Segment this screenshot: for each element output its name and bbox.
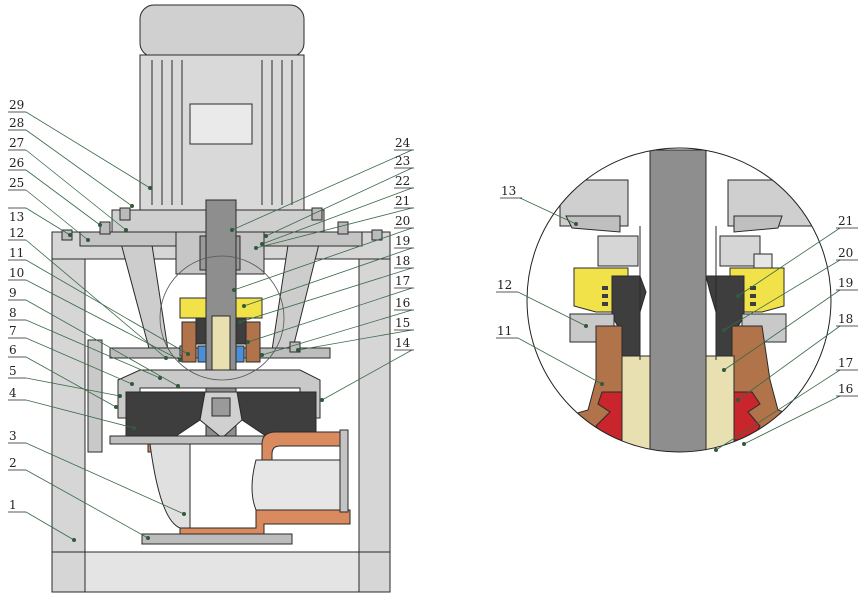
label-2: 2 (9, 456, 17, 470)
detail-pink-ring-left (589, 445, 623, 452)
detail-holder-right (719, 235, 761, 267)
label-27: 27 (9, 136, 24, 150)
label-14: 14 (395, 336, 411, 350)
label-4: 4 (9, 386, 17, 400)
label-12: 12 (9, 226, 24, 240)
detail-circle-outline (526, 147, 832, 453)
bolt (119, 207, 131, 221)
frame-inner-bottom (84, 551, 360, 593)
detail-label-12: 12 (497, 278, 512, 292)
label-20: 20 (395, 214, 410, 228)
label-underlines (8, 111, 414, 513)
detail-seal-teeth (602, 286, 756, 306)
seal-yellow-left (179, 297, 207, 319)
label-26: 26 (9, 156, 24, 170)
label-11: 11 (9, 246, 24, 260)
frame-right-leg (358, 231, 391, 593)
label-25: 25 (9, 176, 24, 190)
detail-view: 13 12 11 21 20 19 18 17 16 (496, 147, 858, 453)
leader-lines (25, 111, 413, 541)
detail-sleeve-left (621, 355, 651, 452)
volute-body-right (251, 459, 341, 511)
detail-labels: 13 12 11 21 20 19 18 17 16 (497, 184, 853, 396)
detail-gusset-left (565, 215, 621, 233)
label-8: 8 (9, 306, 17, 320)
label-13: 13 (9, 210, 24, 224)
label-16: 16 (395, 296, 410, 310)
mechanical-seal (179, 297, 263, 377)
detail-spring-box (753, 253, 773, 269)
detail-label-11: 11 (497, 324, 512, 338)
label-18: 18 (395, 254, 410, 268)
seal-yellow-right (235, 297, 263, 319)
bolt (99, 221, 111, 235)
detail-holder-left (597, 235, 639, 267)
seal-bronze-left (181, 321, 197, 363)
frame-side-flange (87, 339, 103, 453)
shaft-sleeve (211, 315, 231, 377)
label-17: 17 (395, 274, 410, 288)
impeller-left (125, 391, 206, 441)
detail-label-19: 19 (838, 276, 853, 290)
bolt (371, 229, 383, 241)
detail-label-underlines (496, 197, 858, 397)
main-view: 1 2 3 4 5 6 7 8 9 10 11 12 13 14 15 16 1… (8, 4, 414, 593)
detail-label-18: 18 (838, 312, 853, 326)
detail-label-21: 21 (838, 214, 853, 228)
label-15: 15 (395, 316, 410, 330)
label-22: 22 (395, 174, 410, 188)
detail-pink-ring-right (733, 445, 767, 452)
motor-top-cap (139, 4, 305, 58)
bolt (337, 221, 349, 235)
label-24: 24 (395, 136, 411, 150)
label-7: 7 (9, 324, 17, 338)
detail-leader-endpoints (574, 222, 746, 452)
shaft-nut (211, 397, 231, 417)
label-1: 1 (9, 498, 17, 512)
piping (141, 429, 351, 545)
label-10: 10 (9, 266, 24, 280)
detail-leader-lines (517, 197, 841, 451)
label-6: 6 (9, 343, 17, 357)
leader-endpoints (68, 186, 324, 542)
label-19: 19 (395, 234, 410, 248)
detail-gusset-right (733, 215, 783, 233)
label-5: 5 (9, 364, 17, 378)
detail-label-17: 17 (838, 356, 853, 370)
detail-label-13: 13 (501, 184, 516, 198)
detail-label-20: 20 (838, 246, 853, 260)
detail-label-16: 16 (838, 382, 853, 396)
label-23: 23 (395, 154, 410, 168)
label-9: 9 (9, 286, 17, 300)
motor-terminal-box (189, 103, 253, 145)
bottom-plate (141, 533, 293, 545)
pipe-flange-right (339, 429, 349, 513)
label-21: 21 (395, 194, 410, 208)
seal-dark-left (195, 317, 207, 345)
detail-shaft (649, 149, 707, 452)
bolt (311, 207, 323, 221)
frame-left-leg (51, 231, 86, 593)
label-3: 3 (9, 429, 17, 443)
label-29: 29 (9, 98, 24, 112)
volute-body (149, 443, 191, 529)
motor (111, 4, 325, 233)
label-28: 28 (9, 116, 24, 130)
seal-balls-left (197, 345, 207, 363)
main-labels: 1 2 3 4 5 6 7 8 9 10 11 12 13 14 15 16 1… (9, 98, 411, 512)
seal-balls-right (235, 345, 245, 363)
discharge-pipe (261, 431, 347, 463)
motor-cooling-fins (151, 60, 293, 205)
detail-sleeve-right (705, 355, 735, 452)
detail-reference-circle (159, 255, 285, 381)
